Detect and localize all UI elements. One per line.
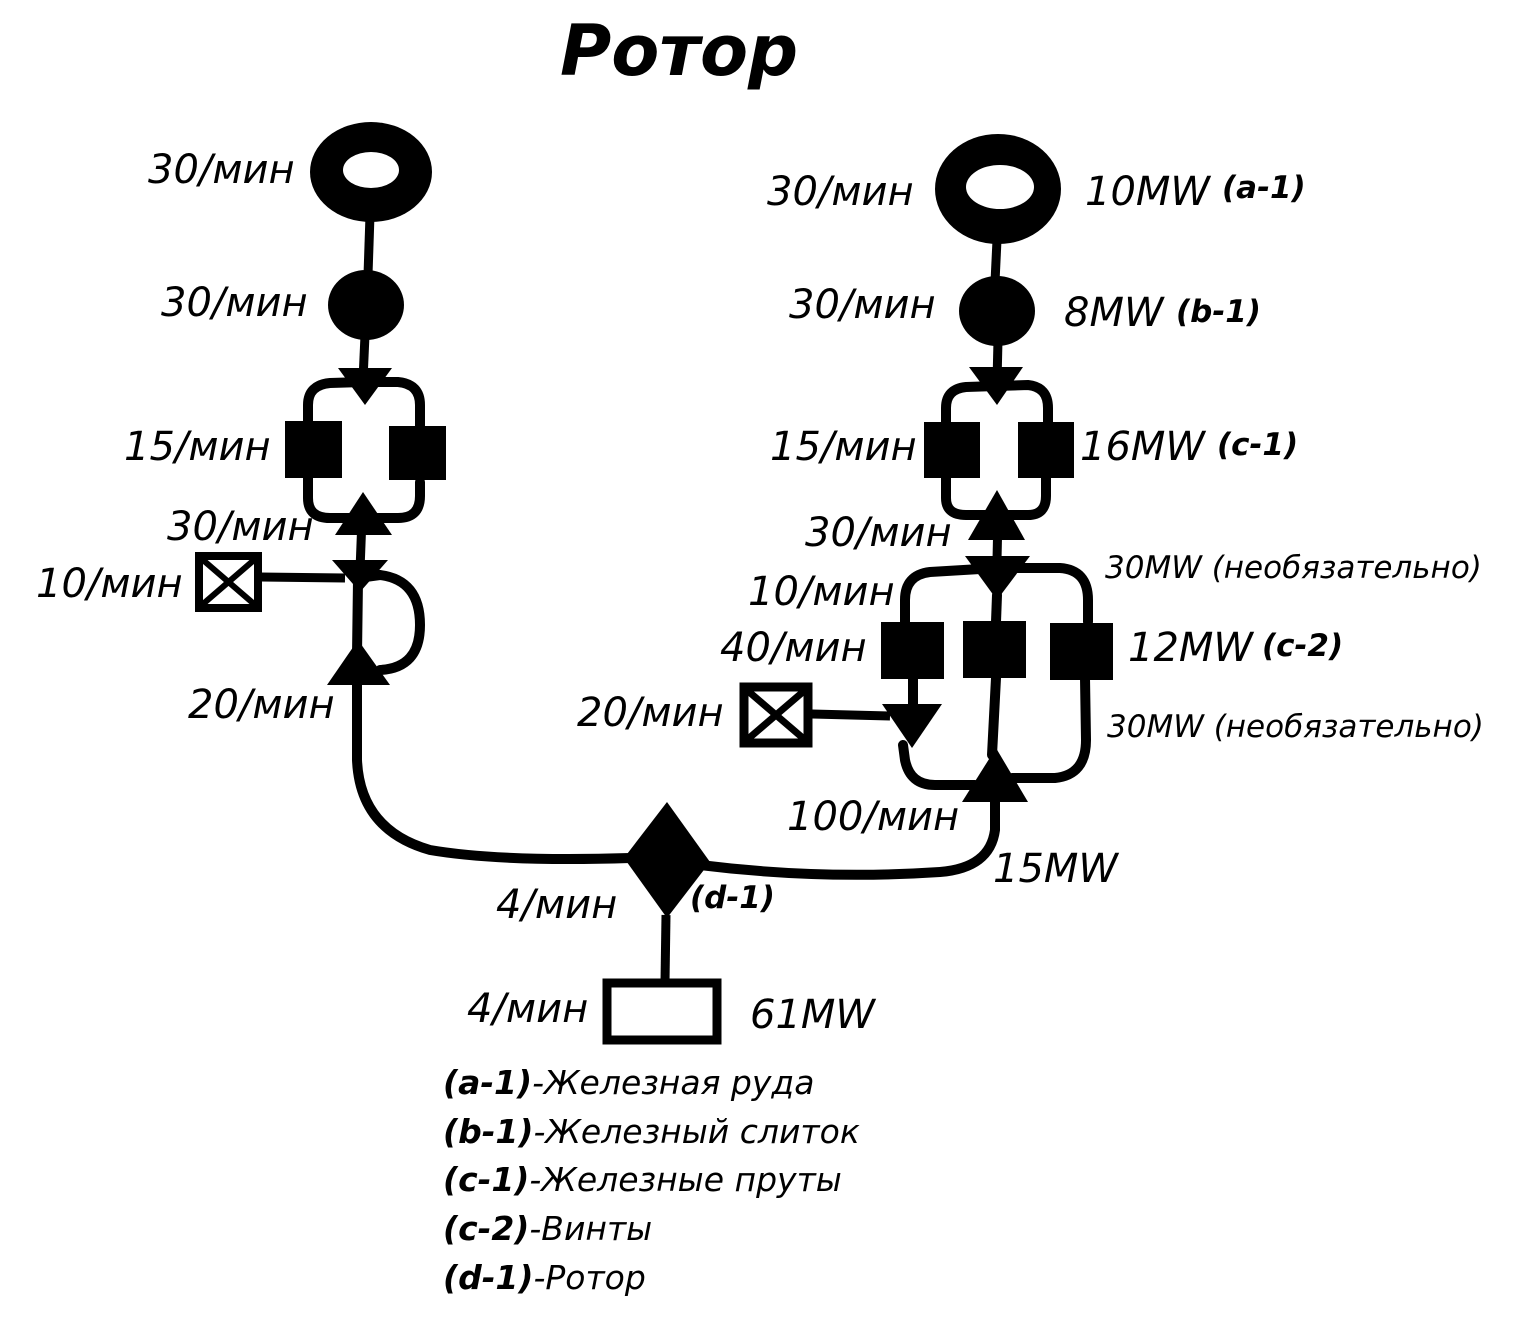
rate-label: 30/мин — [148, 147, 295, 193]
wire — [992, 563, 1093, 627]
rate-label: 100/мин — [787, 794, 959, 840]
wire — [990, 239, 1002, 283]
wire — [992, 380, 1053, 433]
wire — [987, 673, 1001, 760]
wire — [352, 675, 635, 864]
arrow-down-icon — [882, 704, 942, 748]
legend-item: (c-1)-Железные пруты — [443, 1160, 842, 1199]
rate-label: 30/мин — [789, 282, 936, 328]
wire — [898, 740, 980, 790]
constructor-icon — [285, 421, 342, 478]
item-code: (b-1) — [1176, 294, 1261, 330]
wire — [358, 377, 425, 433]
arrow-up-icon — [335, 492, 392, 535]
power-label: 8MW — [1064, 290, 1165, 336]
rate-label: 4/мин — [467, 986, 588, 1032]
item-code: (a-1) — [1222, 170, 1306, 206]
arrow-up-icon — [327, 640, 390, 685]
optional-power-label: 30MW (необязательно) — [1105, 550, 1482, 586]
arrow-down-icon — [965, 556, 1030, 600]
wire — [811, 709, 891, 721]
legend-item: (d-1)-Ротор — [443, 1258, 646, 1297]
legend-item: (b-1)-Железный слиток — [443, 1112, 860, 1151]
constructor-icon — [1050, 623, 1113, 680]
item-code: (c-2) — [1262, 628, 1343, 664]
power-label: 61MW — [750, 992, 876, 1038]
arrow-up-icon — [962, 748, 1028, 802]
output-storage-icon — [602, 978, 722, 1045]
constructor-icon — [1018, 422, 1074, 478]
storage-container-icon — [739, 682, 813, 748]
power-label: 16MW — [1080, 424, 1206, 470]
wire — [660, 914, 671, 983]
item-code: (c-1) — [1217, 427, 1298, 463]
wire — [941, 381, 1002, 433]
wire — [363, 214, 375, 276]
wire — [303, 377, 368, 430]
arrow-down-icon — [338, 368, 392, 405]
arrow-down-icon — [332, 560, 388, 592]
rate-label: 15/мин — [124, 424, 271, 470]
storage-container-icon — [195, 552, 262, 612]
ore-miner-icon — [310, 122, 432, 222]
constructor-icon — [389, 426, 446, 480]
wire — [695, 795, 1000, 880]
rate-label: 30/мин — [161, 280, 308, 326]
arrow-up-icon — [968, 490, 1025, 540]
rate-label: 10/мин — [36, 561, 183, 607]
rate-label: 30/мин — [767, 169, 914, 215]
right-chain: 30/мин 10MW (a-1) 30/мин 8MW (b-1) 15/ми… — [577, 134, 1484, 892]
power-label: 12MW — [1128, 625, 1254, 671]
wire — [900, 563, 1002, 627]
rate-label: 10/мин — [748, 569, 895, 615]
rate-label: 20/мин — [188, 682, 335, 728]
constructor-icon — [881, 622, 944, 679]
arrow-down-icon — [969, 367, 1023, 405]
wire — [259, 572, 346, 583]
rate-label: 40/мин — [720, 625, 867, 671]
optional-power-label: 30MW (необязательно) — [1107, 709, 1484, 745]
rate-label: 15/мин — [770, 424, 917, 470]
ore-miner-icon — [935, 134, 1061, 244]
constructor-icon — [963, 621, 1026, 678]
smelter-icon — [959, 276, 1035, 346]
rate-label: 30/мин — [805, 510, 952, 556]
left-chain: 30/мин 30/мин 15/мин 30/мин 10/мин 20/ми… — [36, 122, 635, 864]
wire — [353, 570, 425, 675]
smelter-icon — [328, 270, 404, 340]
power-label: 15MW — [993, 846, 1119, 892]
legend: (a-1)-Железная руда (b-1)-Железный слито… — [443, 1063, 860, 1297]
rate-label: 20/мин — [577, 690, 724, 736]
assembler-section: 4/мин (d-1) 4/мин 61MW — [467, 802, 876, 1045]
legend-item: (c-2)-Винты — [443, 1209, 652, 1248]
wire — [1007, 673, 1091, 783]
item-code: (d-1) — [690, 880, 775, 916]
constructor-icon — [924, 422, 980, 478]
rate-label: 30/мин — [167, 504, 314, 550]
rate-label: 4/мин — [496, 882, 617, 928]
diagram-title: Ротор — [560, 10, 798, 92]
legend-item: (a-1)-Железная руда — [443, 1063, 814, 1102]
power-label: 10MW — [1085, 169, 1211, 215]
assembler-icon — [624, 802, 710, 918]
